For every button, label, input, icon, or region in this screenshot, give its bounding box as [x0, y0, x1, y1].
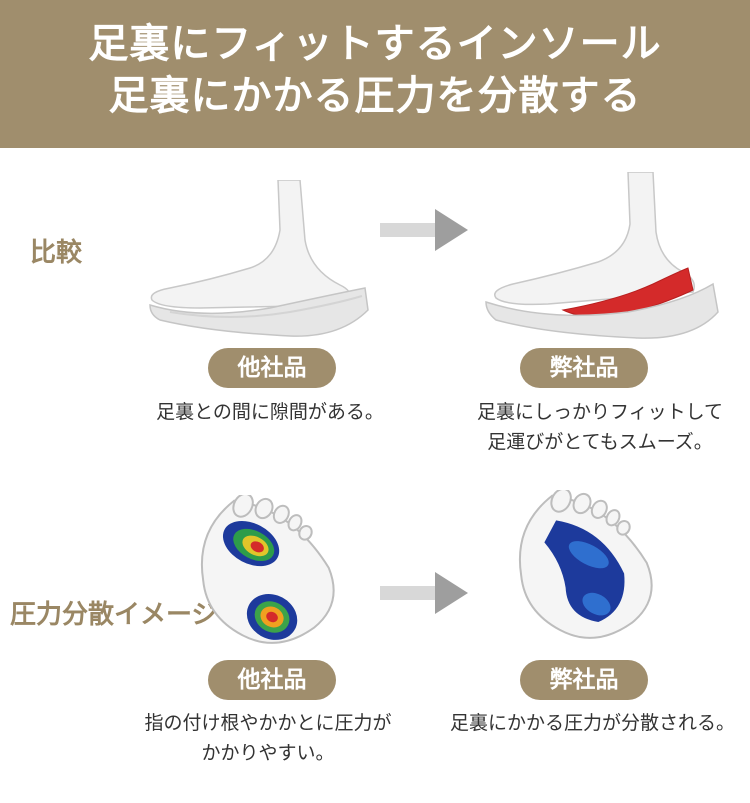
- caption-competitor: 足裏との間に隙間がある。: [156, 401, 384, 423]
- arrow-right-icon-2: [380, 572, 468, 614]
- foot-competitor-illustration: [149, 180, 369, 337]
- pressure-label: 圧力分散イメージ: [10, 600, 218, 630]
- badge-competitor: 他社品: [208, 348, 336, 388]
- pressure-map-competitor: [200, 495, 335, 644]
- caption-pressure-competitor: 指の付け根やかかとに圧力が かかりやすい。: [144, 712, 392, 764]
- badge-competitor-2: 他社品: [208, 660, 336, 700]
- foot-product-illustration: [485, 172, 719, 339]
- header-banner: 足裏にフィットするインソール 足裏にかかる圧力を分散する: [0, 0, 750, 148]
- arrow-right-icon: [380, 209, 468, 251]
- pressure-map-product: [518, 490, 653, 639]
- badge-product: 弊社品: [520, 348, 648, 388]
- comparison-label: 比較: [30, 238, 83, 268]
- header-title-line1: 足裏にフィットするインソール: [88, 21, 662, 67]
- badge-product-2: 弊社品: [520, 660, 648, 700]
- header-title-line2: 足裏にかかる圧力を分散する: [108, 73, 642, 119]
- caption-pressure-product: 足裏にかかる圧力が分散される。: [449, 712, 735, 734]
- caption-product: 足裏にしっかりフィットして 足運びがとてもスムーズ。: [476, 401, 724, 453]
